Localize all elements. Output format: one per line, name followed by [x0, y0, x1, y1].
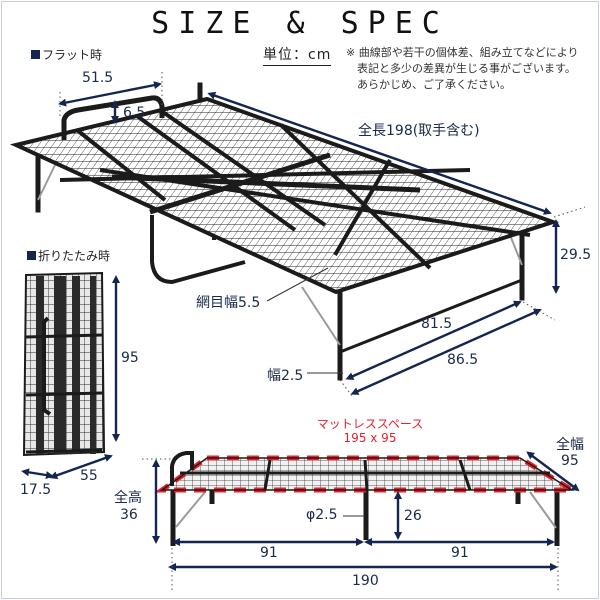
half-length-left: 91	[260, 545, 278, 561]
section-label-flat-text: フラット時	[42, 48, 103, 62]
dim-mesh-width: 網目幅5.5	[196, 295, 261, 311]
section-label-folded: 折りたたみ時	[27, 247, 110, 264]
dim-outer-width: 86.5	[447, 352, 479, 368]
dim-total-length: 全長198(取手含む)	[358, 123, 480, 139]
dim-folded-height: 95	[121, 350, 139, 366]
section-label-folded-text: 折りたたみ時	[38, 249, 111, 263]
page-title: SIZE & SPEC	[151, 6, 449, 41]
folded-dimension-lines	[21, 275, 120, 480]
total-height-value: 36	[120, 507, 138, 523]
total-width-label: 全幅	[556, 437, 584, 453]
mattress-space-value: 195 x 95	[343, 431, 397, 445]
section-label-flat: フラット時	[31, 46, 102, 63]
mattress-space-label: マットレススペース	[316, 417, 424, 431]
square-bullet-icon	[31, 50, 40, 59]
dim-inner-width: 81.5	[421, 316, 453, 332]
dim-folded-width: 55	[80, 468, 98, 484]
dim-handle-width: 51.5	[82, 70, 114, 86]
square-bullet-icon	[27, 251, 36, 260]
flat-dimension-lines	[58, 81, 560, 395]
dim-handle-height: 6.5	[123, 105, 146, 121]
flat-guide-dots	[59, 72, 586, 397]
unit-label: 単位：cm	[263, 44, 332, 66]
leader-lines	[266, 267, 343, 374]
bed-folded-illustration	[22, 271, 106, 457]
dim-leg-width: 幅2.5	[267, 368, 304, 384]
dim-folded-depth: 17.5	[20, 482, 52, 498]
note-line-3: あらかじめ、ご了承ください。	[357, 78, 511, 91]
total-height-label: 全高	[114, 490, 142, 506]
base-length: 190	[352, 573, 379, 589]
note-line-1: ※ 曲線部や若干の個体差、組み立てなどにより	[346, 46, 579, 59]
bed-side-illustration	[154, 451, 581, 546]
note-line-2: 表記と多少の差異が生じる事がございます。	[357, 62, 576, 75]
side-guide-dots	[142, 458, 559, 592]
disclaimer-note: ※ 曲線部や若干の個体差、組み立てなどにより 表記と多少の差異が生じる事がござい…	[346, 45, 579, 93]
dim-flat-height: 29.5	[560, 247, 592, 263]
total-width-value: 95	[561, 453, 579, 469]
under-clearance: 26	[404, 508, 422, 524]
half-length-right: 91	[451, 545, 469, 561]
side-dimension-lines	[152, 451, 580, 571]
leg-diameter: φ2.5	[306, 507, 338, 523]
